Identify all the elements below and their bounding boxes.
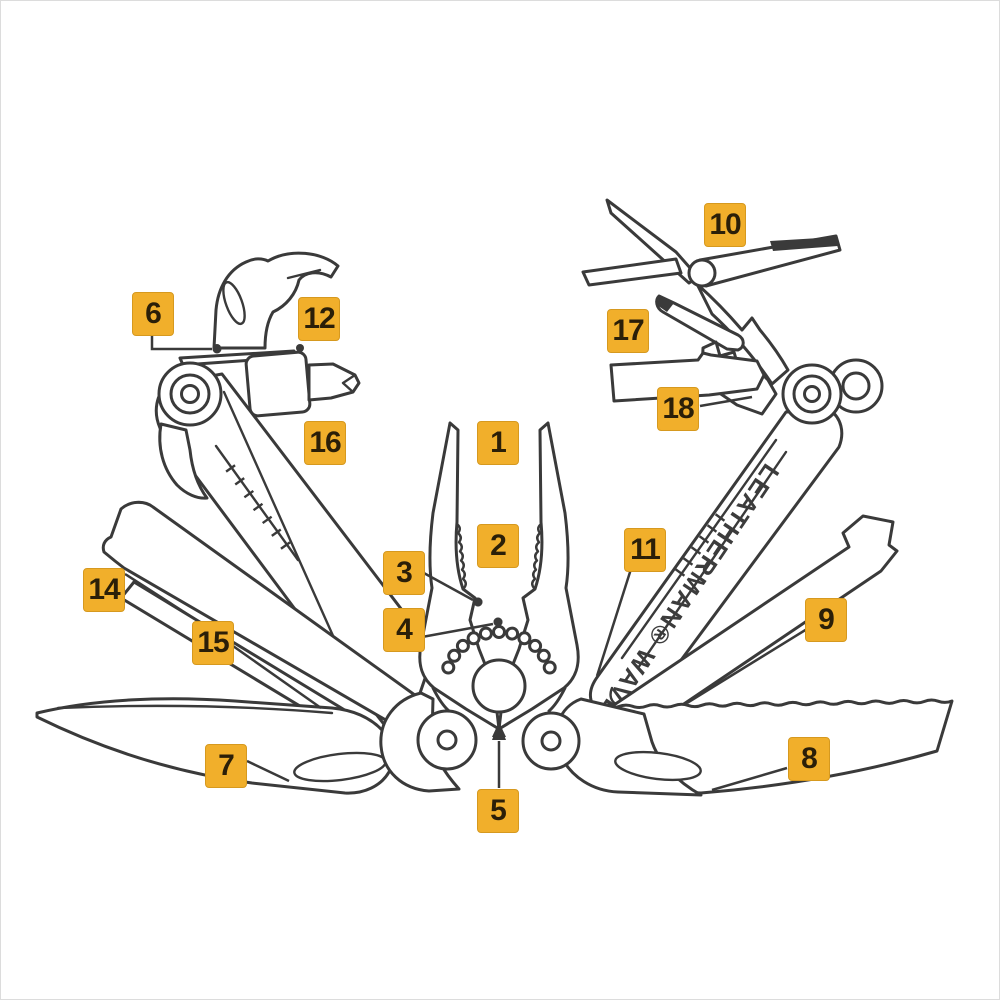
leader-line-18	[699, 395, 753, 408]
leader-line-15	[232, 644, 322, 710]
leader-line-4	[421, 622, 494, 639]
scissors	[581, 198, 842, 386]
pliers-right-half	[497, 421, 580, 731]
leader-line-14	[124, 572, 196, 621]
callout-8: 8	[788, 737, 830, 781]
adjust-tooth	[542, 660, 557, 675]
leader-line-9	[686, 627, 808, 705]
small-screwdriver-tip	[657, 296, 674, 312]
callout-10: 10	[704, 203, 746, 247]
knife-spine-line	[56, 704, 334, 715]
callout-3: 3	[383, 551, 425, 595]
adjust-tooth	[528, 638, 543, 653]
leader-line-8	[711, 766, 788, 792]
right-bottom-pivot	[521, 711, 581, 771]
leader-line-6	[150, 336, 212, 351]
callout-15: 15	[192, 621, 234, 665]
callout-4: 4	[383, 608, 425, 652]
pliers	[418, 421, 580, 737]
adjust-tooth	[536, 648, 551, 663]
adjust-tooth	[517, 631, 532, 646]
can-opener-edge-line	[286, 268, 322, 280]
left-bottom-pivot	[416, 709, 478, 771]
pliers-center-hole	[471, 658, 527, 714]
left-handle-seam2	[214, 444, 300, 562]
rivet-dot	[296, 344, 304, 352]
leader-line-3	[421, 570, 474, 602]
callout-5: 5	[477, 789, 519, 833]
adjust-tooth	[455, 638, 470, 653]
adjust-tooth	[466, 631, 481, 646]
callout-7: 7	[205, 744, 247, 788]
adjust-tooth	[492, 625, 506, 639]
callout-18: 18	[657, 387, 699, 431]
left-handle-seam	[222, 390, 336, 640]
scissors-pivot	[687, 258, 717, 288]
pliers-grip-serration	[531, 522, 543, 590]
phillips-bit-notch	[341, 373, 357, 394]
right-handle-cutout	[614, 750, 702, 782]
right-handle-seam	[620, 438, 778, 660]
callout-9: 9	[805, 598, 847, 642]
leader-arrow-5	[492, 722, 506, 740]
lanyard-ring-hole	[841, 371, 871, 401]
pliers-grip-serration	[455, 522, 467, 590]
file-tool	[101, 500, 421, 728]
callout-14: 14	[83, 568, 125, 612]
leader-dot-6	[212, 344, 222, 354]
saw-blade	[600, 514, 899, 741]
bit-holder	[244, 350, 312, 418]
can-opener	[212, 251, 340, 350]
callout-1: 1	[477, 421, 519, 465]
right-handle-hatching	[674, 513, 726, 577]
pliers-right-arm-edge	[547, 686, 567, 713]
can-opener-slot	[222, 280, 246, 326]
adjust-tooth	[441, 660, 456, 675]
awl-tool	[158, 422, 209, 500]
adjust-tooth	[478, 626, 493, 641]
right-handle: LEATHERMAN® WAVE®	[581, 408, 844, 742]
scissors-blade-edge	[770, 237, 838, 251]
callout-leader-lines	[124, 336, 808, 792]
callout-2: 2	[477, 524, 519, 568]
leader-line-7	[246, 759, 290, 783]
callout-16: 16	[304, 421, 346, 465]
callout-6: 6	[132, 292, 174, 336]
scissors-lower-handle	[581, 257, 683, 287]
adjust-tooth	[505, 626, 520, 641]
pliers-left-half	[418, 421, 501, 731]
leader-dot-4	[493, 617, 503, 627]
right-top-pivot	[781, 363, 843, 425]
left-handle-hatching	[225, 464, 291, 550]
adjust-tooth	[447, 648, 462, 663]
leader-line-11	[595, 568, 633, 677]
small-screwdriver	[655, 294, 745, 352]
right-handle-seam2	[636, 450, 788, 670]
leader-dot-3	[473, 597, 483, 607]
pliers-adjust-teeth	[441, 625, 557, 675]
callout-12: 12	[298, 297, 340, 341]
saw-outline	[600, 514, 899, 741]
callout-17: 17	[607, 309, 649, 353]
callout-11: 11	[624, 528, 666, 572]
phillips-bit	[307, 362, 361, 402]
